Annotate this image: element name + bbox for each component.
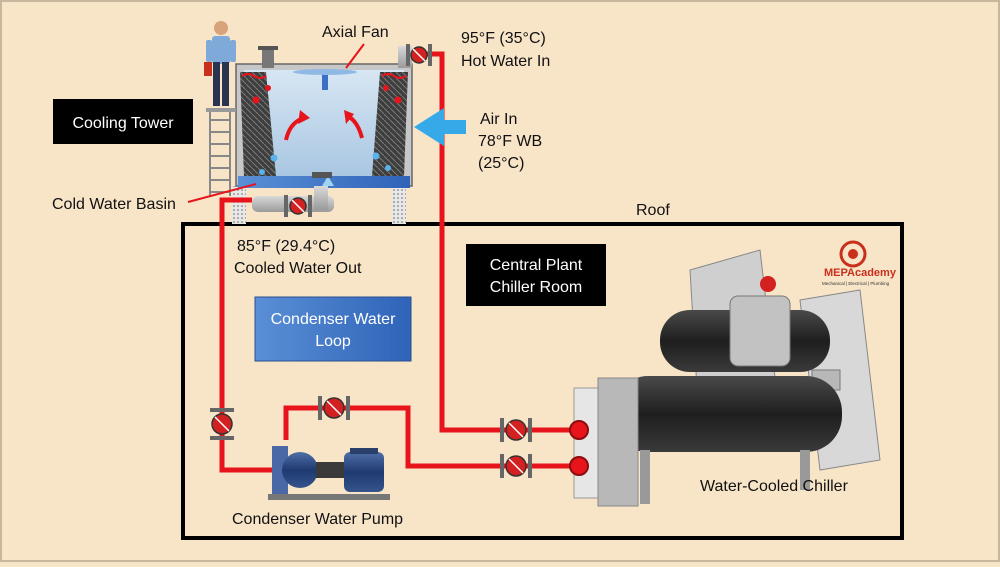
condenser-water-pump [268,446,390,500]
cold-droplet [270,154,278,162]
valve-cooled-vertical [210,408,234,440]
label-air-in: Air In [480,111,517,128]
axial-fan-callout-line [345,43,365,69]
hot-water-wave-left [241,73,267,79]
logo-tagline: Mechanical | Electrical | Plumbing [822,281,890,286]
warm-air-arrowhead-right [344,110,354,124]
label-cooling-tower: Cooling Tower [72,115,174,132]
condenser-loop-label-box [254,296,412,362]
label-air-c: (25°C) [478,155,524,172]
valve-hot-top [406,44,432,66]
label-condenser-water: Condenser Water [271,311,396,328]
label-loop: Loop [315,333,351,350]
pump-motor [344,452,384,492]
cold-droplet [372,152,380,160]
cooling-tower-label-box [53,99,193,144]
pump-coupling [316,462,350,478]
person-figure [204,21,236,106]
label-central-plant: Central Plant [490,257,583,274]
label-hot-temp: 95°F (35°C) [461,30,546,47]
valve-chiller-bottom [500,454,532,478]
person-leg-left [213,62,220,106]
person-toolbox [204,62,212,76]
air-in-arrow [414,108,466,146]
pump-motor-top [350,448,378,454]
logo-name: MEPAcademy [824,267,897,279]
central-plant-label-box [466,244,606,306]
label-axial-fan: Axial Fan [322,24,389,41]
fill-media-left [240,72,276,176]
label-water-cooled-chiller: Water-Cooled Chiller [700,478,849,495]
cold-water-basin [238,176,410,188]
pump-base [268,494,390,500]
person-arm-left [206,40,212,62]
pipe-pump-discharge [283,405,574,469]
tower-ladder [206,108,236,196]
fan-blade [293,69,357,75]
tower-leg-right [392,186,406,224]
chiller-nozzle-top [569,420,589,440]
cold-droplet [259,169,265,175]
pump-inlet-flange [272,446,288,494]
hot-water-wave-right [381,73,407,79]
chiller-leg [640,450,650,504]
logo-gear-icon [839,240,867,268]
chiller-shell [612,376,842,452]
label-cooled-water-out: Cooled Water Out [234,260,362,277]
mepacademy-logo: MEPAcademy Mechanical | Electrical | Plu… [822,240,897,286]
valve-pump-discharge [318,396,350,420]
label-hot-water-in: Hot Water In [461,53,550,70]
fan-hub [322,70,328,90]
water-cooled-chiller [569,249,881,507]
person-head [214,21,228,35]
chiller-valve-wheel [760,276,776,292]
cold-droplet [385,165,391,171]
valve-basin [284,195,312,217]
chiller-leg [800,450,810,490]
basin-pipe-elbow [314,186,328,210]
chiller-end-plate [597,377,639,507]
cold-basin-callout-line [187,183,257,203]
tower-vent-left [262,48,274,68]
chiller-room-boundary [181,222,904,540]
label-cold-water-basin: Cold Water Basin [52,196,176,213]
hot-droplet [265,85,271,91]
label-cool-temp: 85°F (29.4°C) [237,238,335,255]
basin-marker [322,176,334,186]
person-arm-right [230,40,236,62]
label-chiller-room: Chiller Room [490,279,582,296]
pump-volute [282,452,318,488]
label-roof: Roof [636,202,670,219]
hot-droplet [252,96,260,104]
hot-droplet [394,96,402,104]
hot-droplet [383,85,389,91]
chiller-nozzle-bottom [569,456,589,476]
basin-outlet [312,172,332,178]
label-condenser-water-pump: Condenser Water Pump [232,511,403,528]
pipe-cooled-water-out [219,197,276,473]
label-air-wb: 78°F WB [478,133,542,150]
person-torso [212,36,230,64]
person-leg-right [222,62,229,106]
tower-leg-left [232,186,246,224]
valve-chiller-top [500,418,532,442]
warm-air-arrowhead-left [298,110,310,124]
cooling-tower [232,46,413,224]
chiller-motor-housing [729,295,791,367]
tower-vent-cap-left [258,46,278,50]
